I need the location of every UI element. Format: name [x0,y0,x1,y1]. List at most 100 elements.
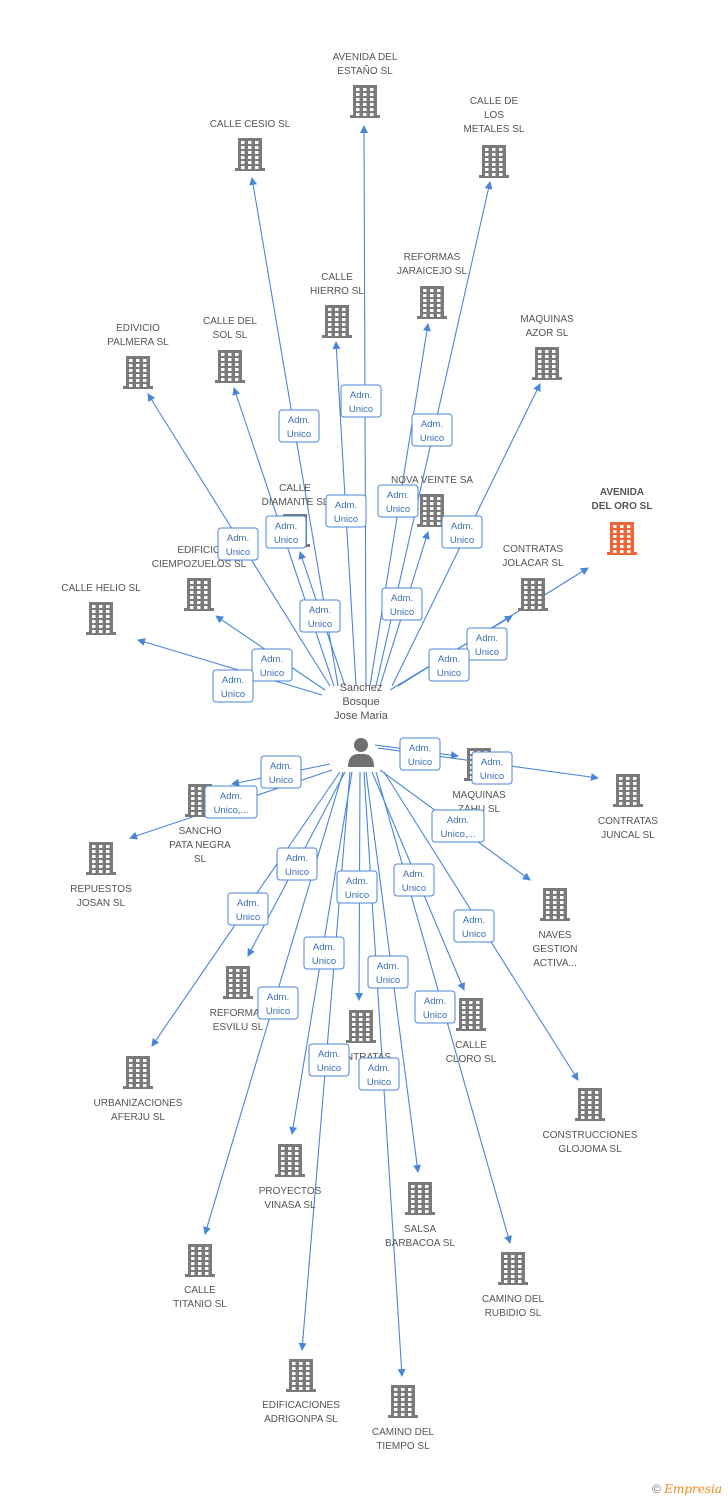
edge-label-camino-del-rubidio[interactable]: Adm.Unico [414,990,456,1024]
company-name-line: SOL SL [213,330,248,341]
edge-label-edificaciones-adrigonpa[interactable]: Adm.Unico [308,1043,350,1077]
building-icon[interactable] [607,522,637,555]
company-node-nova-veinte[interactable]: NOVA VEINTE SA [391,475,473,527]
building-icon[interactable] [123,356,153,389]
building-icon[interactable] [275,1144,305,1177]
building-icon[interactable] [540,888,570,921]
building-icon[interactable] [417,286,447,319]
edge-label-reformas-jaraicejo[interactable]: Adm.Unico [377,484,419,518]
edge-label-contratas-jolacar[interactable]: Adm.Unico [428,648,470,682]
building-icon[interactable] [498,1252,528,1285]
edge-label-line: Adm. [309,605,331,616]
edge-label-calle-cesio[interactable]: Adm.Unico [278,409,320,443]
company-node-calle-cesio[interactable]: CALLE CESIO SL [210,119,291,171]
edge-label-sancho-pata-negra[interactable]: Adm.Unico,... [204,785,258,819]
company-name-line: EDIFICIO [177,545,221,556]
edge-label-reformas-esvilu[interactable]: Adm.Unico [276,847,318,881]
building-icon[interactable] [86,602,116,635]
edge-label-calle-de-los-metales[interactable]: Adm.Unico [411,413,453,447]
building-icon[interactable] [286,1359,316,1392]
building-icon[interactable] [185,1244,215,1277]
edge-label-construcciones-glojoma[interactable]: Adm.Unico [453,909,495,943]
building-icon[interactable] [575,1088,605,1121]
edge-label-nova-veinte[interactable]: Adm.Unico [381,587,423,621]
building-icon[interactable] [518,578,548,611]
edge-label-calle-helio[interactable]: Adm.Unico [212,669,254,703]
edge-label-calle-diamante[interactable]: Adm.Unico [299,599,341,633]
edge-label-calle-del-sol[interactable]: Adm.Unico [265,515,307,549]
building-icon[interactable] [613,774,643,807]
edge-label-edivicio-palmera[interactable]: Adm.Unico [217,527,259,561]
building-icon[interactable] [322,305,352,338]
edge-label-line: Adm. [227,533,249,544]
building-icon[interactable] [456,998,486,1031]
person-name-line: Bosque [342,696,379,708]
edge-label-urbanizaciones-aferju[interactable]: Adm.Unico [227,892,269,926]
building-icon[interactable] [350,85,380,118]
building-icon[interactable] [223,966,253,999]
edge-label-line: Unico [367,1077,391,1088]
building-icon[interactable] [479,145,509,178]
edge-label-naves-gestion[interactable]: Adm.Unico,... [431,809,485,843]
edge-label-calle-titanio[interactable]: Adm.Unico [257,986,299,1020]
edge-label-avenida-del-estano[interactable]: Adm.Unico [340,384,382,418]
building-icon[interactable] [388,1385,418,1418]
building-icon[interactable] [346,1010,376,1043]
edge-label-line: Adm. [350,390,372,401]
building-icon[interactable] [184,578,214,611]
edge-label-calle-hierro[interactable]: Adm.Unico [325,494,367,528]
edge-label-proyectos-vinasa[interactable]: Adm.Unico [303,936,345,970]
company-node-naves-gestion[interactable]: NAVESGESTIONACTIVA... [532,888,578,969]
edge-label-repuestos-josan[interactable]: Adm.Unico [260,755,302,789]
edge-label-camino-del-tiempo[interactable]: Adm.Unico [358,1057,400,1091]
edge-label-contratas-x[interactable]: Adm.Unico [336,870,378,904]
company-node-calle-helio[interactable]: CALLE HELIO SL [61,583,141,635]
edge-label-edificio-ciempozuelos[interactable]: Adm.Unico [251,648,293,682]
building-icon[interactable] [86,842,116,875]
edge-label-salsa-barbacoa[interactable]: Adm.Unico [367,955,409,989]
edge-label-line: Unico [345,890,369,901]
building-icon[interactable] [215,350,245,383]
company-node-contratas-x[interactable]: CONTRATAS [331,1010,392,1063]
building-icon[interactable] [123,1056,153,1089]
edge-label-maquinas-zahu[interactable]: Adm.Unico [399,737,441,771]
edge-label-line: Unico [236,912,260,923]
edge-label-line: Unico [408,757,432,768]
building-icon[interactable] [417,494,447,527]
person-name-line: Jose Maria [334,710,389,722]
edge-label-calle-cloro[interactable]: Adm.Unico [393,863,435,897]
edge-label-maquinas-azor[interactable]: Adm.Unico [441,515,483,549]
building-icon[interactable] [405,1182,435,1215]
company-name-line: CALLE HELIO SL [61,583,141,594]
building-icon[interactable] [532,347,562,380]
edge-label-avenida-del-oro[interactable]: Adm.Unico [466,627,508,661]
edge-label-line: Unico [334,514,358,525]
building-icon[interactable] [235,138,265,171]
person-icon[interactable] [348,738,374,767]
edge-label-line: Unico [317,1063,341,1074]
edge-label-contratas-juncal[interactable]: Adm.Unico [471,751,513,785]
